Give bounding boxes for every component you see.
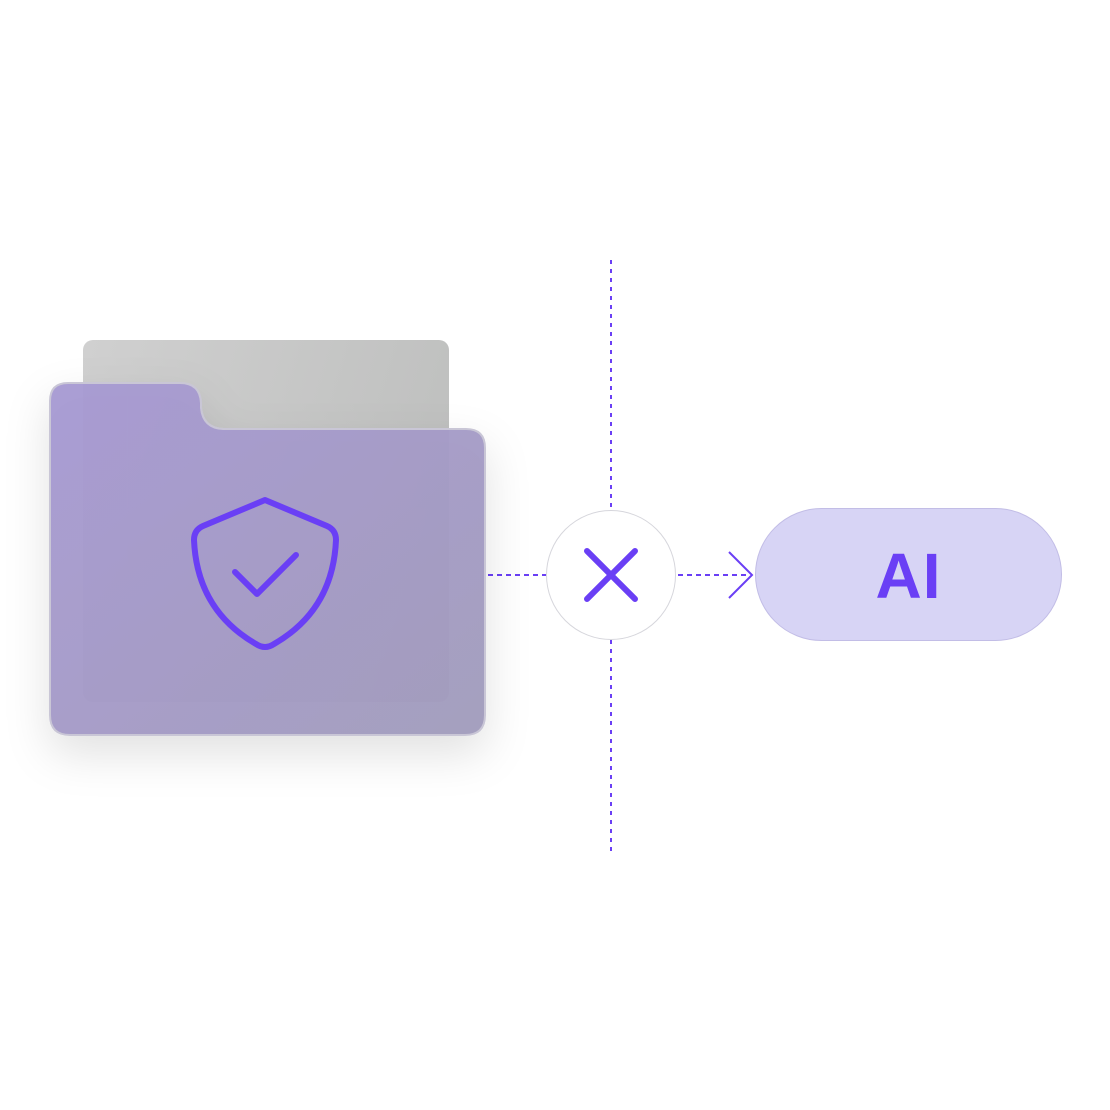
close-icon (584, 548, 638, 602)
arrow-head-icon (728, 551, 754, 599)
ai-node-label: AI (875, 539, 942, 612)
shield-check-icon (191, 497, 339, 650)
secure-folder (40, 330, 500, 750)
folder-icon (49, 340, 486, 736)
folder-front (49, 382, 486, 736)
blocked-indicator (546, 510, 676, 640)
ai-node: AI (755, 508, 1062, 641)
